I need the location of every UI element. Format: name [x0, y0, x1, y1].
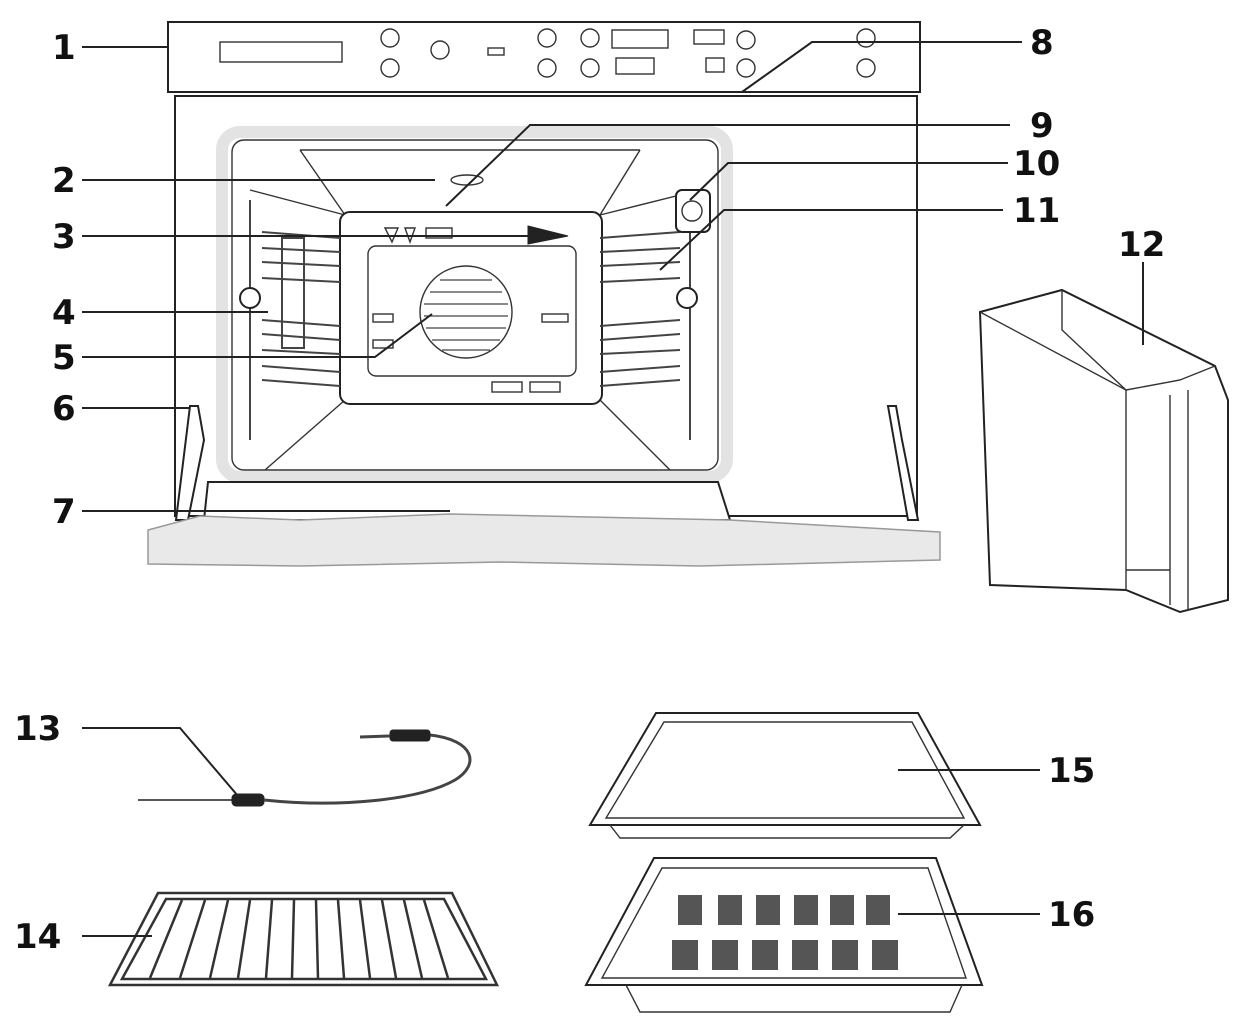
callout-9: 9	[1030, 106, 1054, 146]
callout-1: 1	[52, 28, 76, 68]
callout-3: 3	[52, 217, 76, 257]
fan-grille	[424, 279, 508, 351]
right-shelf-runners	[599, 200, 691, 440]
callout-12: 12	[1118, 225, 1165, 265]
leader-lines	[82, 41, 1144, 937]
wire-rack	[107, 891, 500, 987]
baking-tray	[588, 712, 982, 839]
perforated-tray	[584, 857, 984, 1013]
callout-10: 10	[1013, 144, 1060, 184]
callout-15: 15	[1048, 751, 1095, 791]
callout-2: 2	[52, 161, 76, 201]
callout-7: 7	[52, 492, 76, 532]
water-tank	[978, 288, 1229, 614]
callout-4: 4	[52, 293, 76, 333]
callout-13: 13	[14, 709, 61, 749]
callout-8: 8	[1030, 23, 1054, 63]
meat-probe	[138, 729, 472, 807]
callout-14: 14	[14, 917, 61, 957]
oven-cavity	[147, 95, 941, 567]
callout-5: 5	[52, 338, 76, 378]
control-panel	[167, 21, 921, 93]
callout-16: 16	[1048, 895, 1095, 935]
callout-labels: 1 2 3 4 5 6 7 8 9 10 11 12 13 14 15 16	[14, 23, 1165, 957]
callout-6: 6	[52, 389, 76, 429]
callout-11: 11	[1013, 191, 1060, 231]
